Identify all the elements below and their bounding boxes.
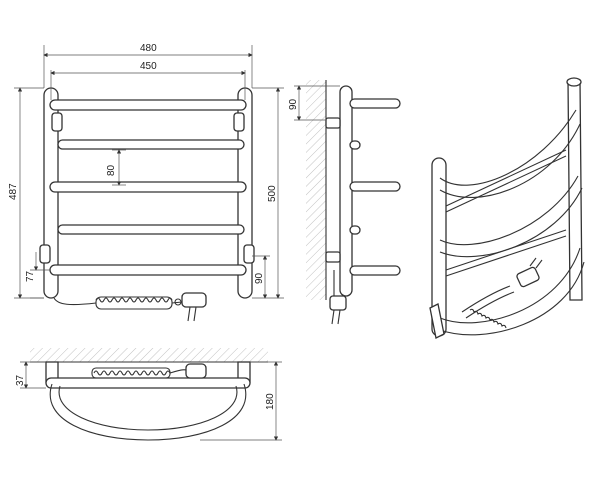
top-bar — [45, 377, 251, 389]
heater-coil — [95, 297, 173, 303]
side-vertical-pipe — [339, 85, 353, 297]
isometric-view — [429, 77, 585, 339]
iso-right-post — [567, 79, 583, 301]
left-top-bracket — [51, 112, 63, 132]
top-curved-rail — [49, 383, 247, 441]
plug — [181, 292, 207, 308]
dim-90-side: 90 — [288, 98, 299, 110]
dim-487: 487 — [8, 183, 19, 200]
rung-2 — [57, 139, 245, 150]
iso-rung-3 — [439, 247, 581, 324]
right-top-bracket — [233, 112, 245, 132]
dim-500: 500 — [267, 185, 278, 202]
side-rung-1 — [349, 98, 401, 109]
dim-80: 80 — [106, 164, 117, 176]
top-view: 37 180 — [15, 348, 282, 441]
iso-rung-1 — [439, 109, 577, 186]
dim-450: 450 — [140, 61, 157, 72]
dim-480: 480 — [140, 43, 157, 54]
side-view: 90 — [288, 80, 401, 325]
top-wall-hatch — [30, 348, 268, 362]
dim-37: 37 — [15, 374, 26, 386]
rung-5 — [49, 264, 247, 276]
left-bottom-bracket — [39, 244, 51, 264]
rung-3 — [49, 181, 247, 193]
wall-hatch — [306, 80, 326, 300]
right-bottom-bracket — [243, 244, 255, 264]
dim-77: 77 — [25, 270, 36, 282]
dim-180: 180 — [265, 393, 276, 410]
side-rung-5 — [349, 265, 401, 276]
dim-90-front: 90 — [254, 272, 265, 284]
heater-cable — [53, 297, 97, 306]
side-rung-3 — [349, 181, 401, 192]
iso-rung-2 — [439, 175, 579, 246]
rung-4 — [57, 224, 245, 235]
front-view: 480 450 487 77 80 500 90 — [8, 43, 284, 322]
side-rung-2 — [349, 140, 361, 150]
side-rung-4 — [349, 225, 361, 235]
rung-1 — [49, 99, 247, 111]
